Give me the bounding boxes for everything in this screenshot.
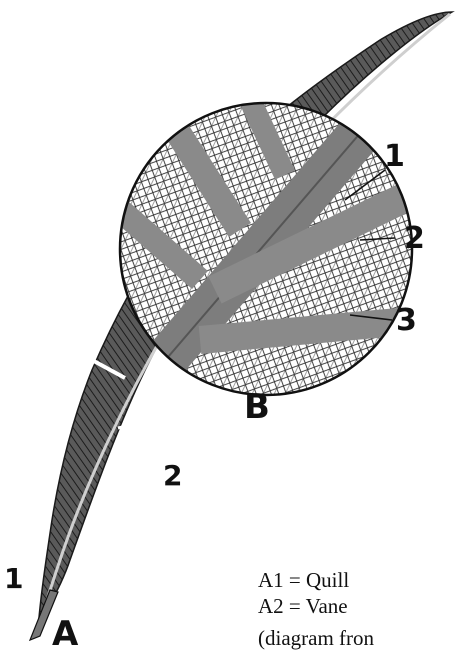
quill-label-1: 1 xyxy=(4,562,23,595)
legend-source: (diagram fron xyxy=(258,626,374,650)
vane-label-2: 2 xyxy=(163,459,182,492)
detail-label-3: 3 xyxy=(396,303,417,338)
detail-label-b: B xyxy=(244,387,270,427)
detail-label-2: 2 xyxy=(404,221,425,256)
legend-vane: A2 = Vane xyxy=(258,594,348,618)
main-label-a: A xyxy=(52,614,79,648)
detail-lens xyxy=(110,95,430,405)
legend-quill: A1 = Quill xyxy=(258,568,349,592)
detail-label-1: 1 xyxy=(384,139,405,174)
